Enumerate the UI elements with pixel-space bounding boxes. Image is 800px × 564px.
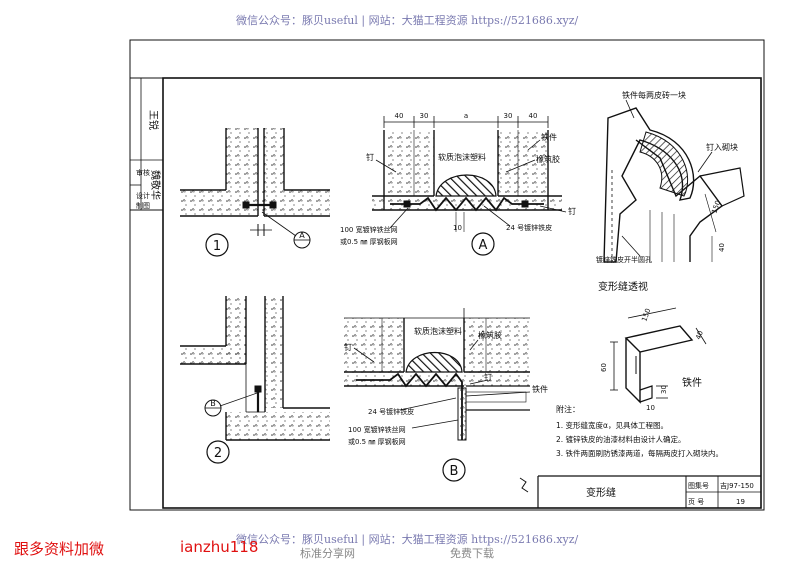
watermark-top: 微信公众号：豚贝useful | 网站：大猫工程资源 https://52168… xyxy=(236,14,579,27)
perspective-title: 变形缝透视 xyxy=(598,280,648,293)
title-block-atlas-value: 吉J97-150 xyxy=(720,482,754,490)
stamp-review: 审核 xyxy=(136,168,150,177)
iron-dim-10: 10 xyxy=(646,404,655,412)
title-block-atlas-label: 图集号 xyxy=(688,481,709,490)
detail-b-plate: 或0.5 ㎜ 厚钢板网 xyxy=(348,437,406,446)
iron-dim-40: 40 xyxy=(694,330,705,341)
detail-1 xyxy=(180,128,330,257)
detail-a-dim-5: 40 xyxy=(529,112,538,120)
detail-b-iron-part: 铁件 xyxy=(532,384,548,394)
detail-a-plate: 或0.5 ㎜ 厚钢板网 xyxy=(340,237,398,246)
side-stamp: 审核 设计 制图 王锐 魏敬华 xyxy=(129,77,164,211)
iron-dim-60: 60 xyxy=(600,363,608,372)
iron-dim-150: 150 xyxy=(640,307,652,322)
detail-a-iron-part: 铁件 xyxy=(541,132,557,142)
detail-b-mesh: 100 宽镀锌铁丝网 xyxy=(348,425,406,434)
iron-part-title: 铁件 xyxy=(682,376,702,389)
detail-b-sheet: 24 号镀锌铁皮 xyxy=(368,407,414,416)
sheet-outer-border xyxy=(129,39,765,511)
detail-1-callout: A xyxy=(299,231,305,240)
detail-a-nail: 钉 xyxy=(366,152,374,162)
detail-b-foam: 软质泡沫塑料 xyxy=(414,326,462,336)
detail-a-dim-3: a xyxy=(464,112,468,120)
detail-2 xyxy=(180,296,330,464)
watermark-bottom: 微信公众号：豚贝useful | 网站：大猫工程资源 https://52168… xyxy=(236,533,579,546)
watermark-free: 免费下载 xyxy=(450,547,494,560)
perspective-dim-40: 40 xyxy=(718,243,726,252)
perspective-note-hole: 镀锌铁皮开半圆孔 xyxy=(596,255,652,264)
detail-1-mark: 1 xyxy=(213,239,221,254)
title-block-page-label: 页 号 xyxy=(688,498,704,506)
iron-dim-30: 30 xyxy=(660,385,668,394)
detail-b-nail-right: 钉 xyxy=(484,372,492,382)
notes-heading: 附注： xyxy=(556,404,580,414)
detail-a xyxy=(372,116,567,256)
detail-a-sheet: 24 号镀锌铁皮 xyxy=(506,223,552,232)
perspective-note-right: 钉入砌块 xyxy=(706,142,738,152)
detail-a-dim-1: 40 xyxy=(395,112,404,120)
detail-b xyxy=(344,308,531,493)
detail-a-sealant: 橡筑胶 xyxy=(536,154,560,164)
stamp-sign-1: 王锐 xyxy=(147,110,160,130)
watermark-share: 标准分享网 xyxy=(300,547,355,560)
detail-b-sealant: 橡筑胶 xyxy=(478,330,502,340)
stamp-sign-2: 魏敬华 xyxy=(149,170,162,200)
title-block xyxy=(537,475,761,508)
detail-b-nail: 钉 xyxy=(344,342,352,352)
detail-2-callout: B xyxy=(210,399,216,408)
perspective-note-top: 铁件每两皮砖一块 xyxy=(622,90,686,100)
detail-a-nail-right: 钉 xyxy=(568,206,576,216)
notes-item-3: 3. 铁件两面刷防锈漆两道，每隔两皮打入砌块内。 xyxy=(556,448,723,458)
detail-b-mark: B xyxy=(450,464,459,479)
notes-item-2: 2. 镀锌铁皮的油漆材料由设计人确定。 xyxy=(556,434,686,444)
detail-a-foam: 软质泡沫塑料 xyxy=(438,152,486,162)
watermark-contact: 跟多资料加微 xyxy=(14,540,105,558)
detail-a-mark: A xyxy=(479,238,488,253)
stamp-draw: 制图 xyxy=(136,201,150,210)
sheet-frame xyxy=(162,77,762,509)
notes-item-1: 1. 变形缝宽度α，见具体工程图。 xyxy=(556,420,668,430)
detail-a-dim-bottom: 10 xyxy=(453,224,462,232)
perspective-dim-150: 150 xyxy=(710,199,722,214)
detail-2-mark: 2 xyxy=(214,446,222,461)
detail-a-mesh: 100 宽镀锌铁丝网 xyxy=(340,225,398,234)
stamp-design: 设计 xyxy=(136,191,150,200)
perspective-view xyxy=(603,99,745,263)
watermark-wechat-id: ianzhu118 xyxy=(180,538,259,556)
title-block-page-value: 19 xyxy=(736,498,745,506)
title-block-title: 变形缝 xyxy=(586,486,616,499)
detail-a-dim-2: 30 xyxy=(420,112,429,120)
detail-a-dim-4: 30 xyxy=(504,112,513,120)
iron-part-detail xyxy=(610,307,707,404)
